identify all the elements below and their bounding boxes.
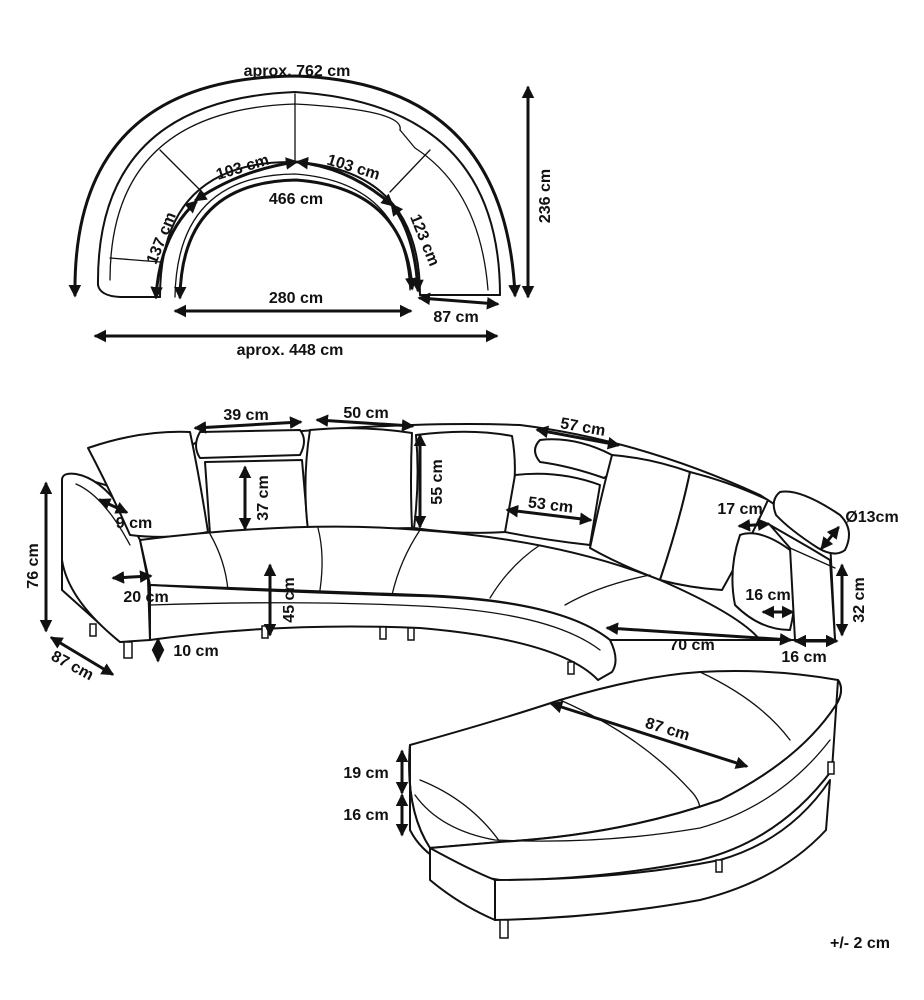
cushion-thickness-label: 19 cm [343, 765, 388, 782]
height-total-label-perspective: 76 cm [25, 543, 42, 588]
cushion-width-dimension [505, 504, 593, 526]
chaise-depth-dimension [549, 701, 749, 769]
inner-arc-label: 466 cm [269, 191, 323, 208]
end-depth-label: 87 cm [433, 309, 478, 326]
seat-depth-label: 70 cm [669, 637, 714, 654]
headrest-left [195, 429, 305, 459]
depth-label-perspective: 87 cm [48, 648, 96, 684]
top-view: aprox. 762 cm 103 cm 103 cm 466 cm 137 c… [68, 63, 554, 359]
right-depth-dimension [390, 202, 424, 293]
headrest-width-label: 17 cm [717, 501, 762, 518]
end-depth-dimension [417, 292, 500, 310]
seat-depth-dimension [605, 622, 793, 646]
width-total-label: aprox. 448 cm [237, 342, 344, 359]
back-pillow-middle [304, 427, 413, 531]
base-thickness-label: 16 cm [343, 807, 388, 824]
depth-dimension-perspective [49, 636, 115, 676]
back-pillow-right-b [659, 471, 769, 591]
outer-arc-label: aprox. 762 cm [244, 63, 351, 80]
arm-height-label: 32 cm [851, 577, 868, 622]
headrest-width-dimension [737, 518, 771, 532]
pillow-b-width-dimension [315, 414, 415, 432]
back-end-width-label: 16 cm [781, 649, 826, 666]
segment-right-dimension [295, 156, 394, 207]
headrest-diameter-label: Ø13cm [845, 509, 898, 526]
pillow-b-width-label: 50 cm [343, 405, 388, 422]
headrest-depth-label: 16 cm [745, 587, 790, 604]
pillow-a-width-dimension [193, 416, 303, 434]
left-depth-label: 137 cm [144, 210, 180, 267]
leg-height-label: 10 cm [173, 643, 218, 660]
left-depth-dimension [150, 200, 198, 300]
arm-top-dimension [97, 498, 129, 514]
cushion-width-label: 53 cm [527, 494, 574, 516]
headrest-diameter-dimension [820, 526, 840, 550]
inner-width-label: 280 cm [269, 290, 323, 307]
segment-left-dimension [193, 157, 299, 202]
segment-left-label: 103 cm [214, 152, 271, 184]
tolerance-note: +/- 2 cm [830, 935, 890, 952]
arm-top-label: 9 cm [116, 515, 152, 532]
outer-arc-dimension [68, 74, 521, 298]
arm-width-label: 20 cm [123, 589, 168, 606]
pillow-height-label: 55 cm [429, 459, 446, 504]
back-cushion-height-label: 37 cm [255, 475, 272, 520]
perspective-view: 39 cm 50 cm 57 cm 37 cm 55 cm 53 cm 9 cm… [25, 405, 899, 939]
pillow-c-width-dimension [535, 425, 621, 450]
arm-width-dimension [111, 570, 153, 584]
seat-height-label: 45 cm [281, 577, 298, 622]
pillow-a-width-label: 39 cm [223, 407, 268, 424]
perspective-sofa-drawing [61, 423, 850, 939]
height-total-label: 236 cm [537, 169, 554, 223]
